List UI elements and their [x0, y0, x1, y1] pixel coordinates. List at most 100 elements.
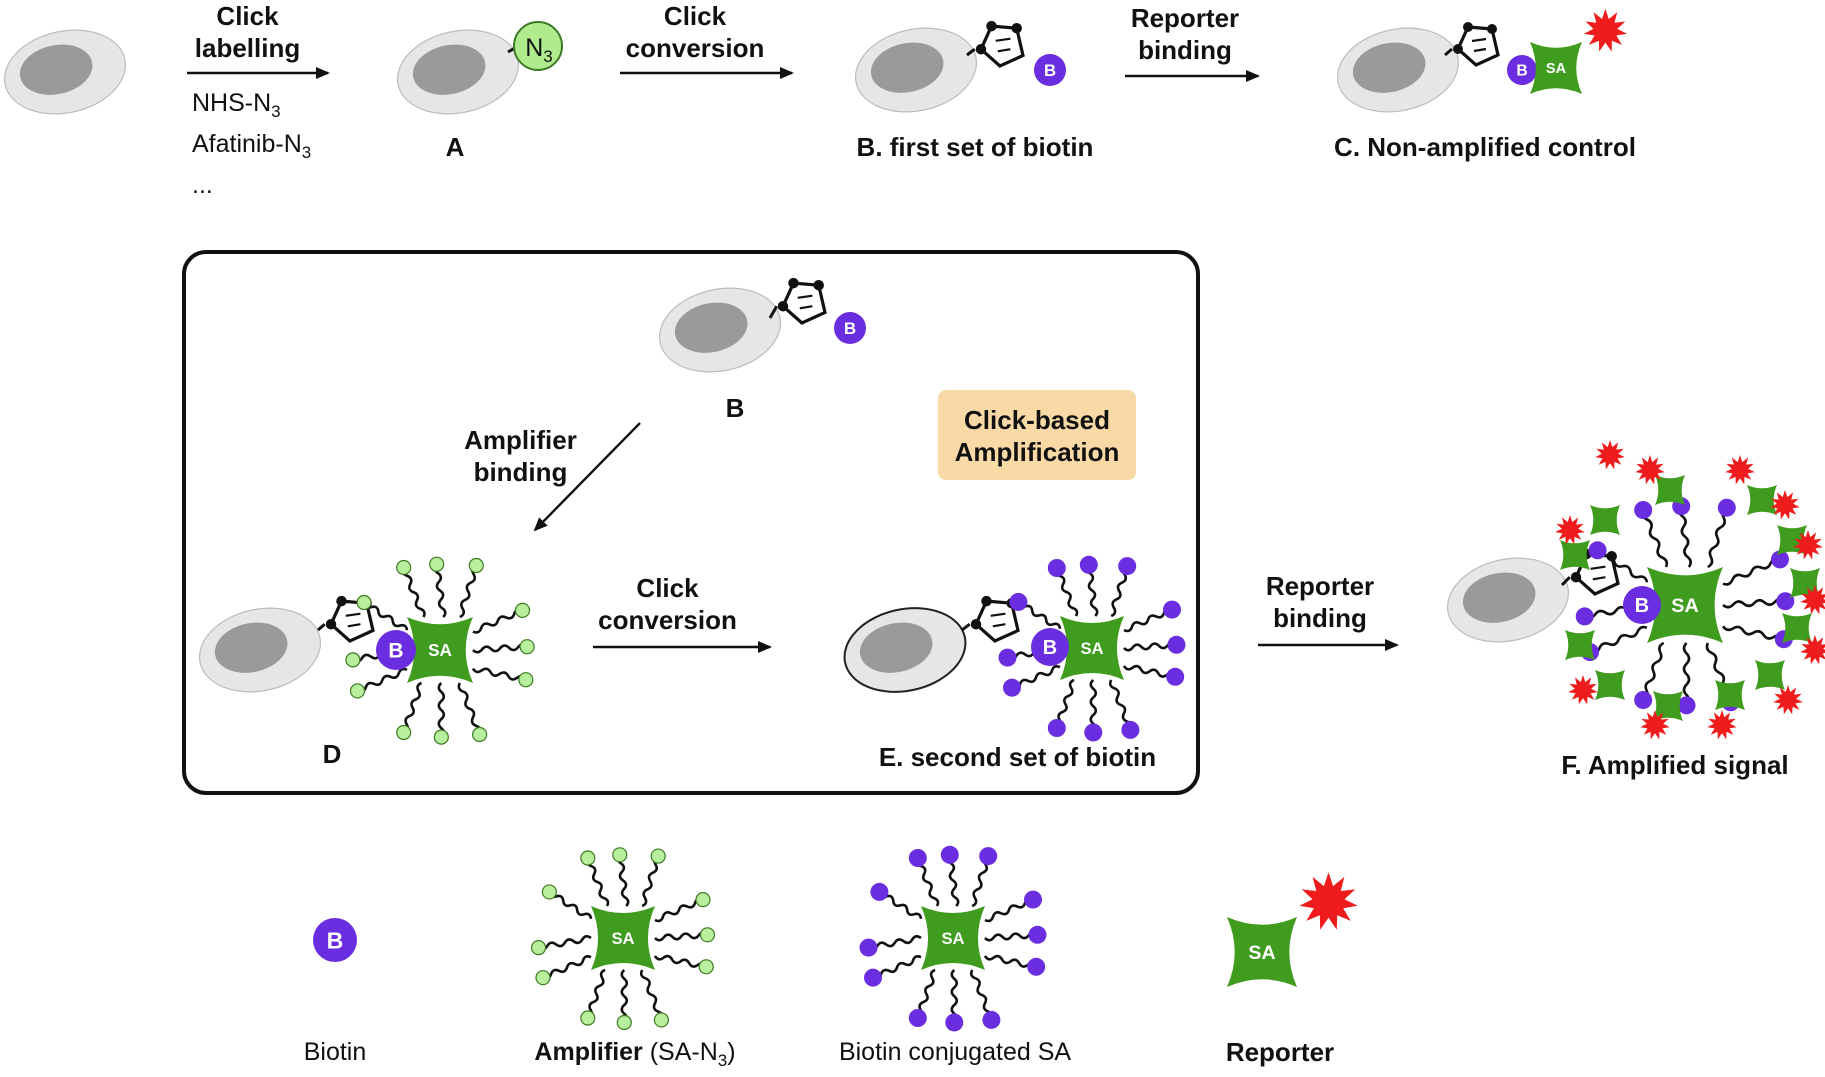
reporter-sa-shape [1747, 485, 1777, 515]
peg-linker [1721, 625, 1785, 640]
linker [768, 305, 779, 319]
azide-end [535, 970, 551, 986]
azide-end [518, 672, 534, 688]
triazole-atom [986, 20, 997, 32]
reporter-star-icon [1568, 675, 1598, 705]
biotin-end [1047, 559, 1066, 577]
sa-glyph: SA [428, 640, 452, 660]
reporter-icon [1790, 568, 1820, 598]
peg-linker [401, 566, 426, 618]
biotin-end [1776, 592, 1795, 611]
peg-linker [1641, 509, 1669, 568]
legend-biotin-sa-label: Biotin conjugated SA [838, 1038, 1072, 1066]
biotin-end [1084, 723, 1103, 742]
reporter-icon [1755, 660, 1785, 690]
biotin-icon: B [1507, 55, 1537, 85]
biotin-end [1121, 720, 1140, 739]
reporter-star-icon [1800, 585, 1825, 615]
sa-glyph: SA [1671, 595, 1698, 617]
peg-linker [1722, 597, 1787, 609]
amplification-process-box [182, 250, 1200, 795]
triazole-atom [336, 595, 347, 607]
streptavidin-core [1060, 616, 1124, 680]
peg-linker [437, 682, 446, 739]
azide-end [612, 847, 628, 863]
biotin-icon: B [834, 312, 866, 344]
biotin-end [945, 1013, 964, 1032]
azide-end [472, 726, 488, 743]
linker [1560, 576, 1571, 587]
sa-glyph: SA [941, 929, 964, 948]
reporter-icon [1655, 475, 1685, 505]
triazole-atom [1453, 44, 1463, 54]
biotin-conjugated-sa-icon: SA [998, 555, 1186, 742]
cell-icon [3, 29, 127, 115]
biotin-end [1047, 719, 1066, 737]
peg-linker [1682, 642, 1691, 707]
peg-linker [641, 854, 659, 908]
peg-linker [1707, 506, 1728, 569]
peg-linker [1722, 557, 1781, 586]
cell-icon [658, 287, 782, 373]
legend-reporter-label: Reporter [1225, 1037, 1335, 1067]
azide-end [650, 848, 666, 864]
reporter-icon [1565, 630, 1595, 660]
triazole-bond [345, 612, 361, 617]
biotin-end [1588, 541, 1607, 560]
cell-icon [1336, 27, 1460, 113]
triazole-bond [1473, 47, 1487, 53]
reagent-nhs: NHS-N [192, 89, 272, 117]
reporter-star-icon [1595, 440, 1625, 470]
peg-linker [472, 608, 524, 634]
biotin-circle [1031, 628, 1069, 666]
azide-end [429, 556, 445, 572]
biotin-end [1771, 550, 1789, 569]
biotin-end [1079, 555, 1098, 574]
reporter-sa-shape [1655, 475, 1685, 505]
label-e-second-biotin: E. second set of biotin [878, 742, 1157, 772]
reporter-sa-shape [1782, 613, 1812, 643]
reporter-icon: SA [1227, 872, 1358, 987]
biotin-end [1677, 696, 1696, 715]
triazole-atom [1487, 24, 1497, 34]
reporter-icon [1715, 680, 1745, 710]
biotin-circle [834, 312, 866, 344]
peg-linker [471, 667, 527, 681]
biotin-glyph: B [1516, 63, 1527, 80]
biotin-end [998, 648, 1017, 667]
peg-linker [457, 682, 482, 736]
peg-linker [459, 564, 477, 619]
biotin-end [1003, 678, 1021, 697]
azide-end [514, 602, 531, 619]
reporter-icon [1782, 613, 1812, 643]
label-b-box: B [725, 393, 745, 423]
sa-glyph: SA [1080, 639, 1103, 658]
triazole-linker-icon [768, 277, 827, 325]
biotin-end [908, 1009, 927, 1027]
label-b-first-biotin: B. first set of biotin [856, 132, 1094, 162]
peg-linker [537, 934, 592, 951]
label-c-non-amplified: C. Non-amplified control [1334, 132, 1636, 162]
azide-end [580, 850, 596, 866]
cell-nucleus [214, 622, 288, 673]
biotin-end [1027, 957, 1046, 976]
triazole-bond [995, 37, 1011, 42]
linker [961, 623, 971, 632]
sa-glyph: SA [1546, 61, 1567, 77]
biotin-circle [1623, 586, 1661, 624]
biotin-icon: B [1031, 628, 1069, 666]
peg-linker [639, 969, 664, 1021]
peg-linker [433, 563, 447, 618]
biotin-end [1717, 498, 1736, 517]
reporter-sa-shape [1653, 691, 1683, 721]
cell-nucleus [19, 44, 93, 95]
peg-linker [1642, 641, 1665, 702]
click-based-amplification-badge [938, 390, 1136, 480]
triazole-atom [1011, 22, 1022, 34]
reporter-star-icon [1583, 8, 1627, 52]
